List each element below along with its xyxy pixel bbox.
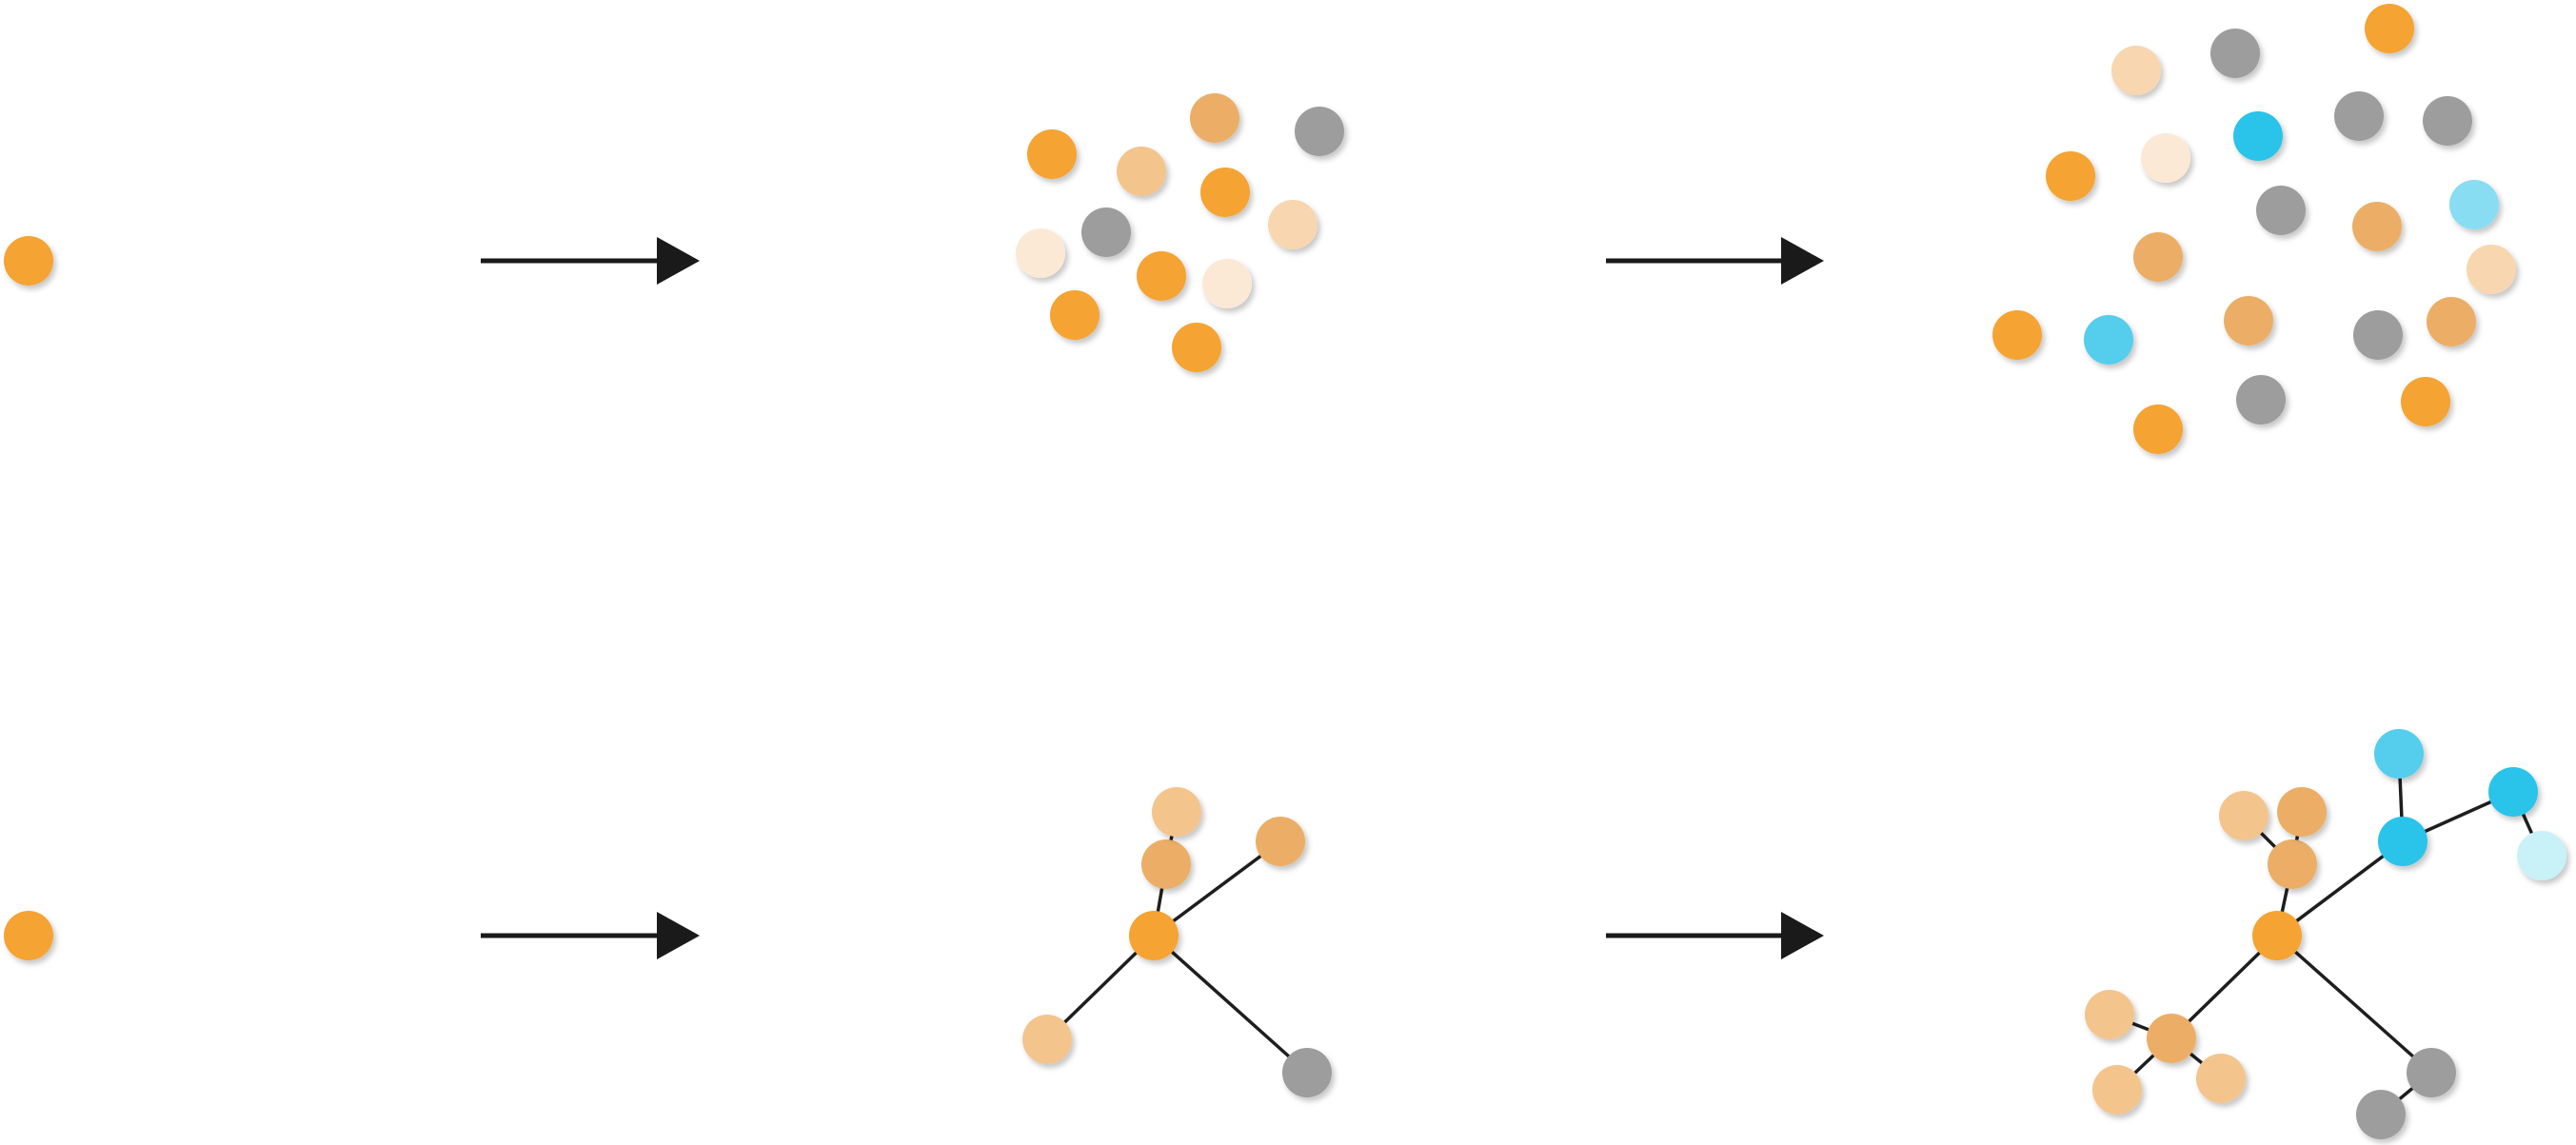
node-unconnected-growth-large-cluster-1 <box>2111 46 2161 95</box>
node-connected-growth-large-tree-1 <box>2268 839 2317 889</box>
node-unconnected-growth-small-cluster-5 <box>1268 200 1318 249</box>
node-connected-growth-large-tree-11 <box>2196 1054 2246 1103</box>
node-connected-growth-large-tree-13 <box>2356 1090 2406 1139</box>
arrow-right-icon <box>1606 912 1824 959</box>
node-connected-growth-small-tree-4 <box>1022 1015 1072 1064</box>
node-connected-growth-large-tree-6 <box>2488 767 2538 817</box>
node-connected-growth-large-tree-8 <box>2147 1014 2196 1063</box>
node-unconnected-growth-small-cluster-8 <box>1137 251 1186 301</box>
node-connected-growth-large-tree-0 <box>2252 911 2302 960</box>
node-connected-growth-large-tree-4 <box>2378 817 2427 866</box>
node-unconnected-growth-small-cluster-11 <box>1172 323 1221 372</box>
node-unconnected-growth-large-cluster-12 <box>2467 245 2516 294</box>
node-unconnected-growth-large-cluster-6 <box>2334 91 2384 141</box>
node-connected-growth-large-tree-12 <box>2407 1048 2456 1097</box>
node-connected-growth-root-node-0 <box>4 911 53 960</box>
node-unconnected-growth-large-cluster-11 <box>2133 232 2183 282</box>
node-unconnected-growth-large-cluster-10 <box>2352 202 2402 251</box>
node-unconnected-growth-small-cluster-7 <box>1016 228 1065 278</box>
node-unconnected-growth-large-cluster-14 <box>2084 315 2133 365</box>
node-unconnected-growth-small-cluster-6 <box>1081 207 1131 257</box>
node-connected-growth-large-tree-2 <box>2219 791 2269 840</box>
arrow-head <box>657 912 700 959</box>
node-connected-growth-small-tree-3 <box>1256 817 1305 866</box>
node-unconnected-growth-small-cluster-9 <box>1202 259 1252 308</box>
node-unconnected-growth-large-cluster-7 <box>2423 96 2472 146</box>
arrow-right-icon <box>1606 237 1824 285</box>
node-layer <box>4 4 2566 1139</box>
node-unconnected-growth-large-cluster-18 <box>2236 375 2286 424</box>
node-unconnected-growth-large-cluster-8 <box>2449 180 2499 229</box>
node-connected-growth-small-tree-0 <box>1129 911 1179 960</box>
node-connected-growth-large-tree-9 <box>2085 990 2134 1039</box>
node-connected-growth-small-tree-2 <box>1152 787 1201 837</box>
node-connected-growth-large-tree-5 <box>2374 729 2424 779</box>
node-unconnected-growth-small-cluster-2 <box>1295 107 1344 156</box>
node-unconnected-growth-large-cluster-9 <box>2256 186 2306 235</box>
node-unconnected-growth-large-cluster-15 <box>2224 296 2273 345</box>
edge-connected-growth-small-tree-4 <box>1152 934 1309 1075</box>
node-unconnected-growth-large-cluster-2 <box>2210 29 2260 78</box>
node-unconnected-growth-large-cluster-19 <box>2401 377 2450 426</box>
node-unconnected-growth-small-cluster-3 <box>1117 147 1166 196</box>
node-unconnected-growth-small-cluster-0 <box>1027 129 1077 179</box>
arrow-head <box>1781 237 1824 285</box>
node-connected-growth-small-tree-1 <box>1141 839 1191 889</box>
arrow-layer <box>481 237 1824 959</box>
arrow-right-icon <box>481 912 700 959</box>
node-connected-growth-small-tree-5 <box>1282 1048 1332 1097</box>
node-unconnected-growth-small-cluster-4 <box>1200 168 1250 217</box>
node-connected-growth-large-tree-7 <box>2517 831 2566 880</box>
node-unconnected-growth-large-cluster-4 <box>2046 151 2095 201</box>
edge-connected-growth-small-tree-2 <box>1152 839 1282 938</box>
node-unconnected-growth-large-cluster-3 <box>2141 133 2190 183</box>
node-connected-growth-large-tree-10 <box>2092 1065 2142 1115</box>
arrow-right-icon <box>481 237 700 285</box>
node-unconnected-growth-large-cluster-0 <box>2365 4 2414 53</box>
node-unconnected-growth-large-cluster-20 <box>2133 405 2183 454</box>
edge-connected-growth-large-tree-11 <box>2275 934 2433 1075</box>
arrow-head <box>657 237 700 285</box>
node-unconnected-growth-small-cluster-10 <box>1050 290 1100 340</box>
node-connected-growth-large-tree-3 <box>2277 787 2327 837</box>
edge-connected-growth-large-tree-3 <box>2275 839 2405 938</box>
node-unconnected-growth-large-cluster-5 <box>2233 111 2283 161</box>
node-unconnected-growth-single-node-0 <box>4 236 53 286</box>
node-unconnected-growth-large-cluster-16 <box>2353 310 2403 360</box>
node-unconnected-growth-large-cluster-13 <box>1992 310 2042 360</box>
node-unconnected-growth-large-cluster-17 <box>2427 297 2476 346</box>
arrow-head <box>1781 912 1824 959</box>
node-unconnected-growth-small-cluster-1 <box>1190 93 1239 143</box>
edge-connected-growth-small-tree-3 <box>1045 934 1156 1041</box>
